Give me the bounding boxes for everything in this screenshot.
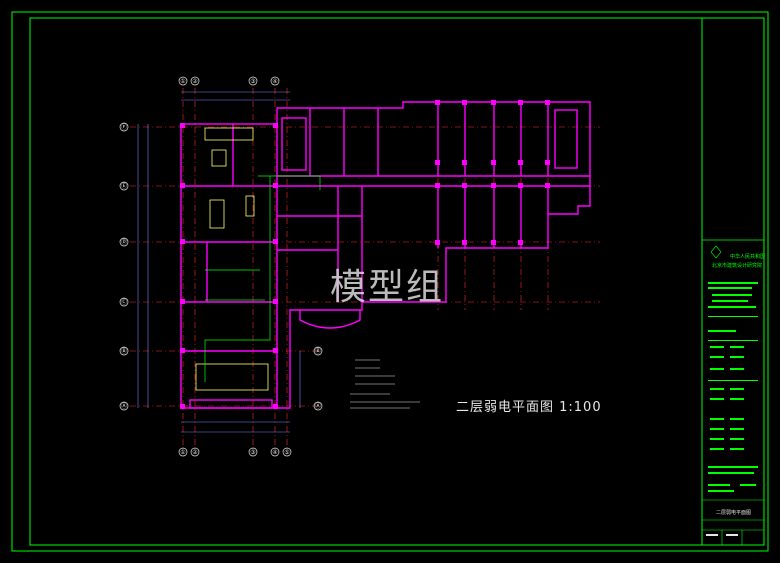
- inner-frame: [29, 17, 765, 546]
- title-block-org-line1: 中华人民共和国: [730, 253, 765, 260]
- column-label: ①: [180, 449, 185, 456]
- column-label: ③: [250, 449, 255, 456]
- row-label: Ⓕ: [121, 123, 127, 131]
- axis-bubbles: [119, 76, 323, 457]
- title-block-sheet-name: 二层弱电平面图: [716, 509, 751, 516]
- column-label: ④: [272, 449, 277, 456]
- row-label: Ⓔ: [121, 182, 127, 190]
- dimension-lines: [137, 91, 301, 433]
- row-label: Ⓑ: [121, 347, 127, 355]
- title-block-org-line2: 北京市建筑设计研究院: [712, 262, 762, 269]
- row-label: Ⓒ: [121, 298, 127, 306]
- column-label: ④: [272, 78, 277, 85]
- column-label: ③: [250, 78, 255, 85]
- furniture: [195, 127, 269, 391]
- cable-runs: [204, 175, 321, 382]
- drawing-title: 二层弱电平面图 1:100: [456, 400, 602, 415]
- column-label: ⑤: [284, 449, 289, 456]
- legend-block: [350, 359, 420, 409]
- column-label: ②: [192, 78, 198, 85]
- watermark: 模型组: [330, 267, 445, 308]
- column-label: ①: [180, 78, 185, 85]
- column-markers: [180, 100, 550, 409]
- row-label: Ⓑ: [315, 347, 321, 355]
- row-label: Ⓐ: [121, 402, 127, 410]
- walls: [180, 101, 591, 409]
- row-label: Ⓓ: [121, 238, 127, 246]
- outer-frame: [11, 11, 769, 552]
- row-label: Ⓐ: [315, 402, 321, 410]
- title-block: [702, 239, 764, 545]
- column-label: ②: [192, 449, 198, 456]
